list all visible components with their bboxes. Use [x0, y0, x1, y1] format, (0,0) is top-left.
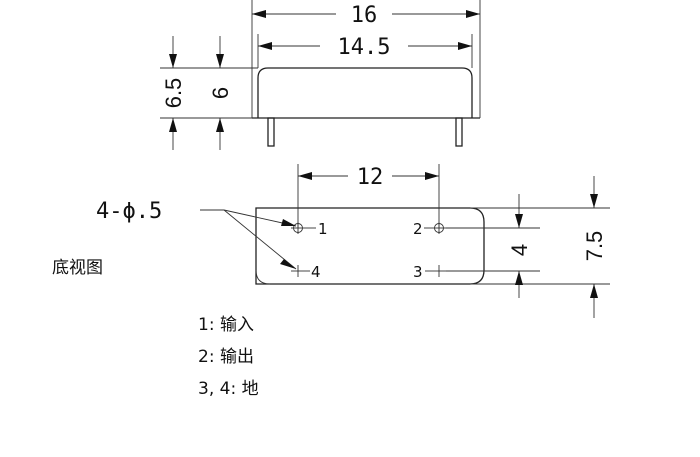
dim-6-arrow-bottom — [216, 118, 224, 132]
pin-4-label: 4 — [311, 263, 321, 281]
dim-75-arrow-top — [590, 194, 598, 208]
side-pin-left — [267, 117, 275, 147]
pin-3: 3 — [413, 263, 446, 281]
pin-legend: 1: 输入 2: 输出 3, 4: 地 — [198, 315, 259, 399]
legend-line-1: 1: 输入 — [198, 315, 254, 335]
dim-16-label: 16 — [351, 3, 378, 28]
legend-line-2: 2: 输出 — [198, 347, 254, 367]
dim-12-arrow-right — [425, 172, 439, 180]
dim-12-label: 12 — [357, 165, 384, 190]
pin-1-label: 1 — [318, 220, 328, 238]
pin-4: 4 — [291, 263, 321, 281]
callout-arrow-pin1 — [281, 219, 296, 226]
callout-arrow-pin4 — [280, 259, 296, 269]
side-body-outline — [257, 67, 473, 118]
dim-16-arrow-right — [466, 10, 480, 18]
dim-145-arrow-right — [458, 42, 472, 50]
dim-75-arrow-bottom — [590, 284, 598, 298]
pin-3-label: 3 — [413, 263, 423, 281]
side-pin-right — [455, 117, 463, 147]
bottom-view: 12 1 2 3 4 4-ϕ.5 — [52, 164, 610, 318]
pin-2: 2 — [413, 220, 446, 238]
dim-6-label: 6 — [208, 87, 233, 99]
dim-6-arrow-top — [216, 54, 224, 68]
bottom-view-title: 底视图 — [52, 258, 103, 278]
pin-1: 1 — [291, 220, 328, 238]
dim-4-arrow-top — [515, 214, 523, 228]
dim-75-label: 7.5 — [582, 231, 607, 262]
bottom-corner-arc — [255, 269, 271, 285]
pin-2-label: 2 — [413, 220, 423, 238]
hole-callout-label: 4-ϕ.5 — [96, 199, 162, 224]
dim-65-label: 6.5 — [161, 78, 186, 109]
dim-65-arrow-bottom — [169, 118, 177, 132]
dim-145-label: 14.5 — [338, 35, 391, 60]
dim-4-arrow-bottom — [515, 271, 523, 285]
legend-line-3: 3, 4: 地 — [198, 379, 259, 399]
dim-16-arrow-left — [252, 10, 266, 18]
bottom-body-outline — [255, 207, 485, 285]
dim-4-label: 4 — [507, 244, 532, 256]
dim-65-arrow-top — [169, 54, 177, 68]
side-view: 16 14.5 6.5 6 — [160, 0, 481, 150]
dim-12-arrow-left — [298, 172, 312, 180]
dim-145-arrow-left — [258, 42, 272, 50]
